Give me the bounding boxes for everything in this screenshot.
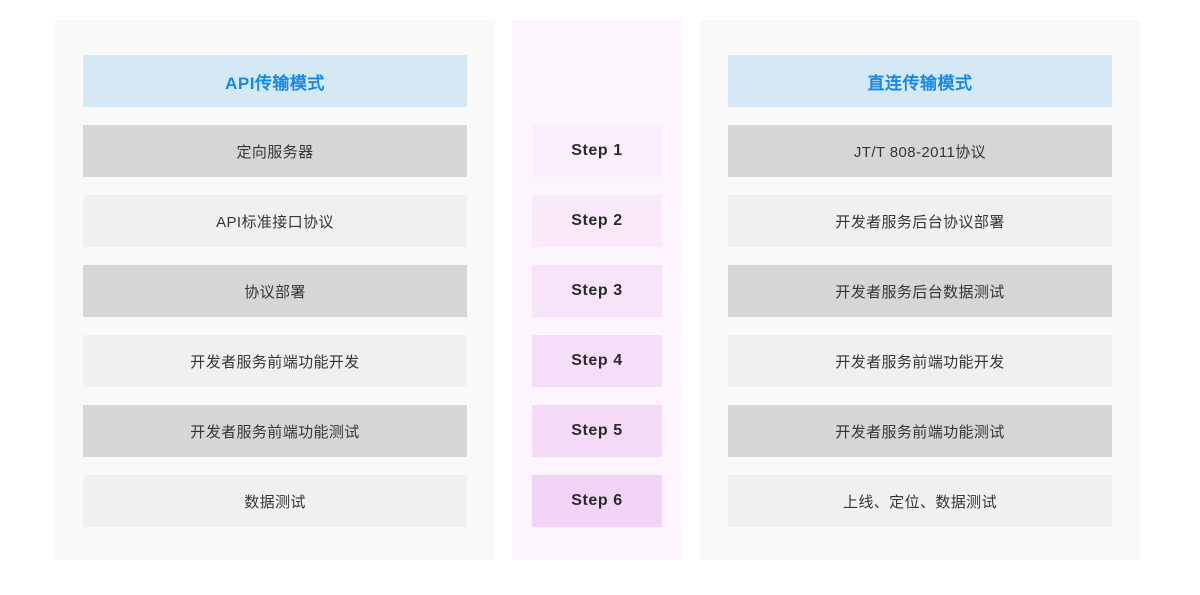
- step-card-5-label: Step 5: [571, 422, 623, 439]
- left-column-header: API传输模式: [83, 55, 467, 107]
- right-row-4-label: 开发者服务前端功能开发: [835, 353, 1005, 371]
- right-column-stack: 直连传输模式 JT/T 808-2011协议 开发者服务后台协议部署 开发者服务…: [728, 55, 1112, 545]
- left-row-6-label: 数据测试: [244, 493, 306, 511]
- steps-stack: Step 1 Step 2 Step 3 Step 4 Step 5 Step …: [532, 125, 662, 545]
- left-row-1-label: 定向服务器: [236, 143, 314, 161]
- right-row-2-label: 开发者服务后台协议部署: [835, 213, 1005, 231]
- right-row-1-label: JT/T 808-2011协议: [853, 143, 987, 161]
- step-card-4[interactable]: Step 4: [532, 335, 662, 387]
- right-row-4[interactable]: 开发者服务前端功能开发: [728, 335, 1112, 387]
- step-card-2[interactable]: Step 2: [532, 195, 662, 247]
- right-row-1[interactable]: JT/T 808-2011协议: [728, 125, 1112, 177]
- left-row-6[interactable]: 数据测试: [83, 475, 467, 527]
- step-card-5[interactable]: Step 5: [532, 405, 662, 457]
- step-card-4-label: Step 4: [571, 352, 623, 369]
- right-column-header-label: 直连传输模式: [867, 73, 973, 93]
- right-row-6[interactable]: 上线、定位、数据测试: [728, 475, 1112, 527]
- left-row-2-label: API标准接口协议: [216, 213, 334, 231]
- right-panel: 直连传输模式 JT/T 808-2011协议 开发者服务后台协议部署 开发者服务…: [700, 20, 1140, 560]
- right-row-6-label: 上线、定位、数据测试: [842, 493, 997, 511]
- left-panel: API传输模式 定向服务器 API标准接口协议 协议部署 开发者服务前端功能开发…: [55, 20, 495, 560]
- right-row-3-label: 开发者服务后台数据测试: [835, 283, 1005, 301]
- step-card-3[interactable]: Step 3: [532, 265, 662, 317]
- right-column-header: 直连传输模式: [728, 55, 1112, 107]
- step-card-2-label: Step 2: [571, 212, 623, 229]
- step-card-3-label: Step 3: [571, 282, 623, 299]
- step-card-6[interactable]: Step 6: [532, 475, 662, 527]
- left-row-3-label: 协议部署: [244, 283, 306, 301]
- right-row-5[interactable]: 开发者服务前端功能测试: [728, 405, 1112, 457]
- left-row-4[interactable]: 开发者服务前端功能开发: [83, 335, 467, 387]
- left-column-header-label: API传输模式: [225, 73, 325, 93]
- right-row-5-label: 开发者服务前端功能测试: [835, 423, 1005, 441]
- left-row-3[interactable]: 协议部署: [83, 265, 467, 317]
- right-row-3[interactable]: 开发者服务后台数据测试: [728, 265, 1112, 317]
- right-row-2[interactable]: 开发者服务后台协议部署: [728, 195, 1112, 247]
- left-column-stack: API传输模式 定向服务器 API标准接口协议 协议部署 开发者服务前端功能开发…: [83, 55, 467, 545]
- left-row-1[interactable]: 定向服务器: [83, 125, 467, 177]
- left-row-5[interactable]: 开发者服务前端功能测试: [83, 405, 467, 457]
- left-row-4-label: 开发者服务前端功能开发: [190, 353, 360, 371]
- steps-panel: Step 1 Step 2 Step 3 Step 4 Step 5 Step …: [512, 20, 682, 560]
- step-card-1-label: Step 1: [571, 142, 623, 159]
- left-row-2[interactable]: API标准接口协议: [83, 195, 467, 247]
- step-card-6-label: Step 6: [571, 492, 623, 509]
- step-card-1[interactable]: Step 1: [532, 125, 662, 177]
- left-row-5-label: 开发者服务前端功能测试: [190, 423, 360, 441]
